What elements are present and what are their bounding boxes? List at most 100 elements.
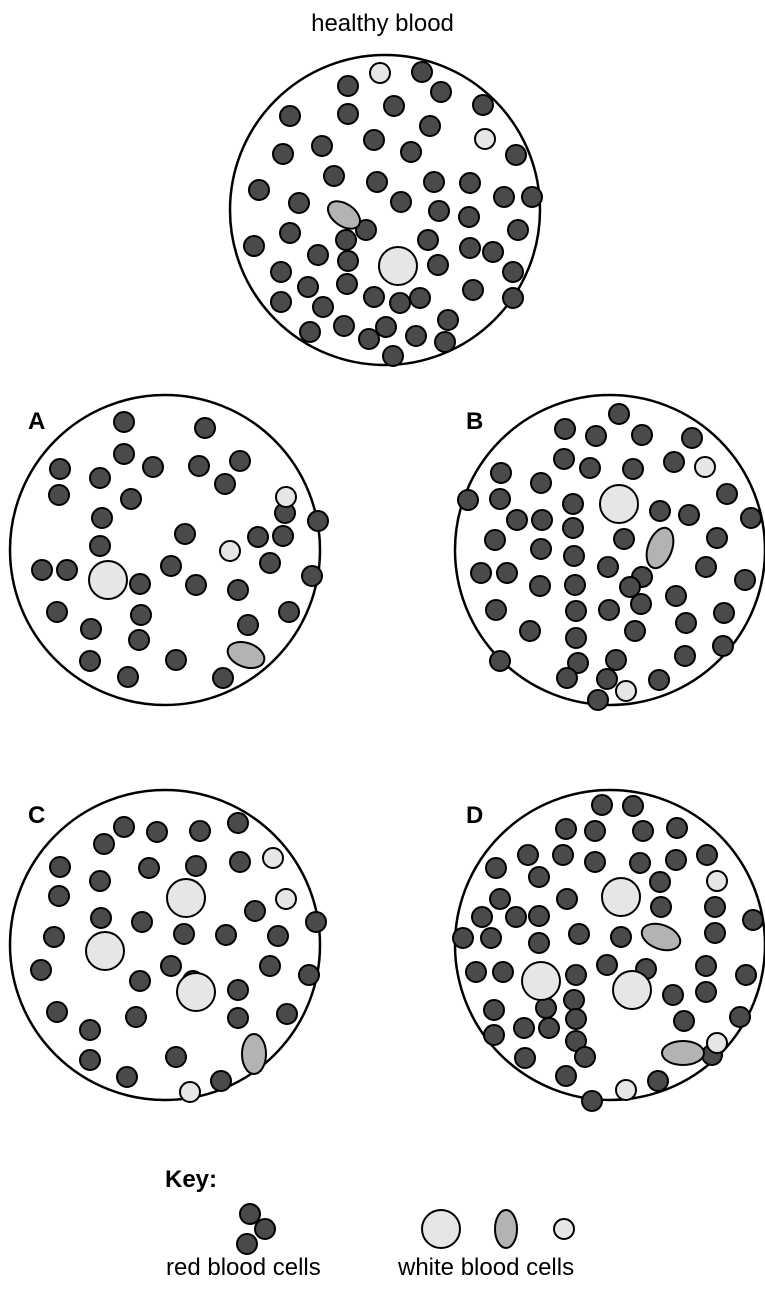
white-blood-cell-small — [276, 889, 296, 909]
red-blood-cell — [435, 332, 455, 352]
red-blood-cell — [91, 908, 111, 928]
red-blood-cell — [161, 556, 181, 576]
key-red-cell-1 — [240, 1204, 260, 1224]
red-blood-cell — [228, 580, 248, 600]
red-blood-cell — [453, 928, 473, 948]
red-blood-cell — [390, 293, 410, 313]
red-blood-cell — [564, 546, 584, 566]
red-blood-cell — [497, 563, 517, 583]
red-blood-cell — [588, 690, 608, 710]
red-blood-cell — [494, 187, 514, 207]
white-blood-cell-large — [167, 879, 205, 917]
red-blood-cell — [625, 621, 645, 641]
panel-a — [10, 395, 328, 705]
red-blood-cell — [384, 96, 404, 116]
red-blood-cell — [555, 419, 575, 439]
red-blood-cell — [50, 459, 70, 479]
red-blood-cell — [553, 845, 573, 865]
panel-healthy — [230, 55, 542, 366]
red-blood-cell — [92, 508, 112, 528]
red-blood-cell — [630, 853, 650, 873]
red-blood-cell — [90, 536, 110, 556]
red-blood-cell — [412, 62, 432, 82]
red-blood-cell — [114, 817, 134, 837]
white-blood-cell-large — [600, 485, 638, 523]
healthy-cells — [244, 62, 542, 366]
red-blood-cell — [338, 104, 358, 124]
red-blood-cell — [143, 457, 163, 477]
white-blood-cell-small — [370, 63, 390, 83]
sample-a-cells — [32, 412, 328, 688]
red-blood-cell — [730, 1007, 750, 1027]
red-blood-cell — [118, 667, 138, 687]
red-blood-cell — [611, 927, 631, 947]
white-blood-cell-large — [522, 962, 560, 1000]
red-blood-cell — [520, 621, 540, 641]
red-blood-cell — [735, 570, 755, 590]
red-blood-cell — [508, 220, 528, 240]
red-blood-cell — [121, 489, 141, 509]
red-blood-cell — [557, 668, 577, 688]
red-blood-cell — [175, 524, 195, 544]
red-blood-cell — [57, 560, 77, 580]
red-blood-cell — [280, 106, 300, 126]
red-blood-cell — [536, 998, 556, 1018]
red-blood-cell — [114, 412, 134, 432]
red-blood-cell — [126, 1007, 146, 1027]
red-blood-cell — [585, 852, 605, 872]
red-blood-cell — [566, 628, 586, 648]
red-blood-cell — [565, 575, 585, 595]
red-blood-cell — [186, 575, 206, 595]
red-blood-cell — [308, 245, 328, 265]
red-blood-cell — [566, 1009, 586, 1029]
red-blood-cell — [308, 511, 328, 531]
red-blood-cell — [514, 1018, 534, 1038]
key-red-cell-2 — [255, 1219, 275, 1239]
red-blood-cell — [376, 317, 396, 337]
white-blood-cell-small — [616, 681, 636, 701]
red-blood-cell — [518, 845, 538, 865]
panel-c — [10, 790, 326, 1102]
red-blood-cell — [490, 651, 510, 671]
red-blood-cell — [597, 955, 617, 975]
red-blood-cell — [663, 985, 683, 1005]
red-blood-cell — [460, 238, 480, 258]
red-blood-cell — [244, 236, 264, 256]
key-red-label: red blood cells — [166, 1254, 321, 1282]
key-red-cell-3 — [237, 1234, 257, 1254]
red-blood-cell — [717, 484, 737, 504]
white-blood-cell-large — [379, 247, 417, 285]
white-blood-cell-oval — [662, 1041, 704, 1065]
red-blood-cell — [230, 852, 250, 872]
red-blood-cell — [298, 277, 318, 297]
red-blood-cell — [114, 444, 134, 464]
red-blood-cell — [623, 459, 643, 479]
red-blood-cell — [503, 288, 523, 308]
red-blood-cell — [279, 602, 299, 622]
red-blood-cell — [623, 796, 643, 816]
red-blood-cell — [736, 965, 756, 985]
white-blood-cell-small — [180, 1082, 200, 1102]
red-blood-cell — [539, 1018, 559, 1038]
red-blood-cell — [260, 956, 280, 976]
red-blood-cell — [306, 912, 326, 932]
red-blood-cell — [522, 187, 542, 207]
red-blood-cell — [569, 924, 589, 944]
key-white-cell-small — [554, 1219, 574, 1239]
red-blood-cell — [238, 615, 258, 635]
red-blood-cell — [531, 473, 551, 493]
red-blood-cell — [483, 242, 503, 262]
red-blood-cell — [280, 223, 300, 243]
red-blood-cell — [47, 602, 67, 622]
red-blood-cell — [529, 867, 549, 887]
red-blood-cell — [117, 1067, 137, 1087]
red-blood-cell — [506, 907, 526, 927]
red-blood-cell — [586, 426, 606, 446]
red-blood-cell — [743, 910, 763, 930]
red-blood-cell — [484, 1025, 504, 1045]
red-blood-cell — [460, 173, 480, 193]
red-blood-cell — [50, 857, 70, 877]
red-blood-cell — [575, 1047, 595, 1067]
red-blood-cell — [31, 960, 51, 980]
